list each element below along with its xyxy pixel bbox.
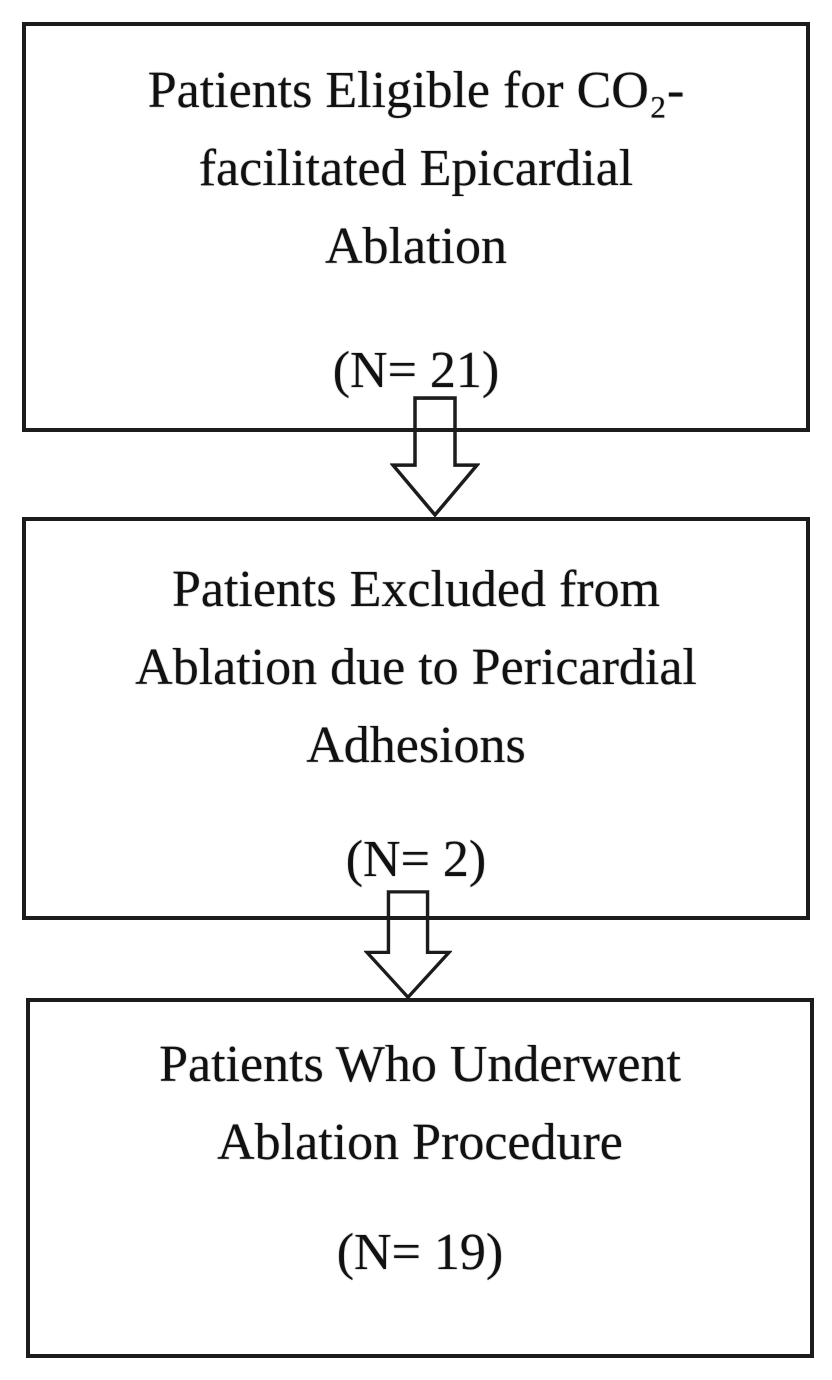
flow-box-eligible-line-1: Patients Eligible for CO₂- (147, 62, 685, 119)
flow-box-underwent-line-2: Ablation Procedure (217, 1114, 623, 1171)
flow-box-underwent-count: (N= 19) (336, 1224, 504, 1281)
flow-box-excluded-line-2: Ablation due to Pericardial (135, 639, 697, 696)
flow-box-excluded-line-3: Adhesions (306, 717, 526, 774)
down-arrow-icon (364, 890, 452, 1000)
flow-box-excluded-line-1: Patients Excluded from (171, 561, 661, 618)
flow-box-eligible: Patients Eligible for CO₂- facilitated E… (22, 22, 810, 432)
flow-box-underwent: Patients Who Underwent Ablation Procedur… (26, 998, 814, 1358)
flow-box-eligible-line-3: Ablation (325, 218, 507, 275)
flow-box-eligible-count: (N= 21) (332, 342, 500, 399)
flow-box-excluded-count: (N= 2) (345, 831, 487, 888)
flow-box-excluded: Patients Excluded from Ablation due to P… (22, 517, 810, 920)
down-arrow-icon (390, 396, 480, 518)
flow-box-eligible-line-2: facilitated Epicardial (198, 140, 634, 197)
flow-box-underwent-line-1: Patients Who Underwent (159, 1036, 681, 1093)
